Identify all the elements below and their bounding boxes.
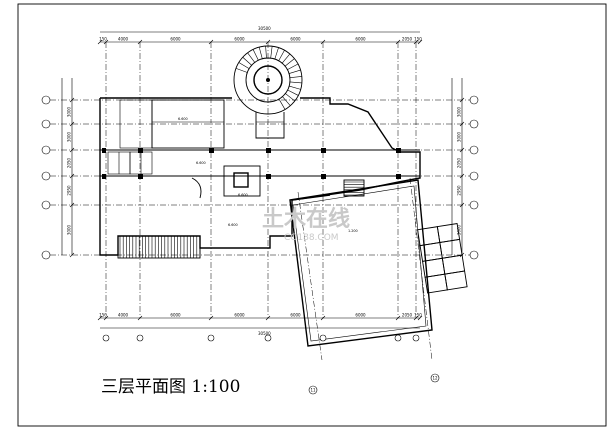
room-label-lower: 6.600 <box>228 223 238 227</box>
dimension-label: 3000 <box>457 224 462 235</box>
axis-bubbles <box>41 95 479 342</box>
axis-bubble <box>41 145 51 155</box>
axis-bubble <box>469 171 479 181</box>
axis-bubble <box>41 119 51 129</box>
axis-bubble <box>319 334 327 342</box>
axis-bubble <box>102 334 110 342</box>
axis-bubble <box>41 200 51 210</box>
building-walls <box>99 45 421 259</box>
axis-bubble <box>41 171 51 181</box>
axis-bubble-12: 12 <box>432 376 438 381</box>
vertical-axis-lines <box>105 42 417 318</box>
dimension-label: 150 <box>414 313 422 318</box>
dimension-label: 6000 <box>355 313 366 318</box>
dimension-label: 2050 <box>402 313 413 318</box>
dimension-label: 3000 <box>67 106 72 117</box>
watermark-text: 土木在线 <box>262 206 350 232</box>
dimension-label: 4000 <box>118 313 129 318</box>
axis-bubble <box>41 95 51 105</box>
left-dimension-chain: 3000 3000 2050 2950 3000 <box>61 78 75 258</box>
sheet-border <box>17 3 607 427</box>
dimension-label: 6000 <box>234 37 245 42</box>
axis-bubble <box>469 145 479 155</box>
dimension-label: 2050 <box>457 157 462 168</box>
axis-bubble <box>469 200 479 210</box>
dimension-label: 2050 <box>402 37 413 42</box>
angled-axis-bubbles: 11 12 <box>308 373 440 395</box>
dimension-label: 3000 <box>67 224 72 235</box>
axis-bubble <box>412 334 420 342</box>
axis-bubble-11: 11 <box>310 388 316 393</box>
axis-bubble <box>41 250 51 260</box>
watermark-sub: CO188.COM <box>284 233 339 243</box>
dimension-label: 6000 <box>170 37 181 42</box>
dimension-label: 150 <box>99 37 107 42</box>
dimension-label: 3000 <box>67 131 72 142</box>
dimension-label: 6000 <box>290 37 301 42</box>
room-label-corridor: 6.600 <box>196 161 206 165</box>
dimension-label: 3000 <box>457 131 462 142</box>
axis-bubble <box>136 334 144 342</box>
dimension-label: 2050 <box>67 157 72 168</box>
dimension-label: 3000 <box>457 106 462 117</box>
axis-bubble <box>207 334 215 342</box>
dimension-label: 150 <box>414 37 422 42</box>
dimension-label: 6000 <box>170 313 181 318</box>
axis-bubble <box>394 334 402 342</box>
right-dimension-chain: 3000 3000 2050 2950 3000 <box>451 78 465 258</box>
axis-bubble <box>469 95 479 105</box>
axis-bubble <box>469 250 479 260</box>
room-label-center: 6.600 <box>238 193 248 197</box>
dimension-label: 4000 <box>118 37 129 42</box>
axis-bubble <box>264 334 272 342</box>
dimension-label: 2950 <box>457 185 462 196</box>
room-label-upper: 6.600 <box>178 117 188 121</box>
top-total-dimension: 30500 <box>258 26 271 31</box>
room-label-right: 1.200 <box>348 229 358 233</box>
dimension-label: 6000 <box>355 37 366 42</box>
dimension-label: 6000 <box>290 313 301 318</box>
rotated-wing <box>289 177 468 361</box>
dimension-label: 2950 <box>67 185 72 196</box>
drawing-title: 三层平面图 1:100 <box>101 377 241 397</box>
bottom-total-dimension: 30500 <box>258 331 271 336</box>
dimension-label: 6000 <box>234 313 245 318</box>
dimension-label: 150 <box>99 313 107 318</box>
axis-bubble <box>469 119 479 129</box>
